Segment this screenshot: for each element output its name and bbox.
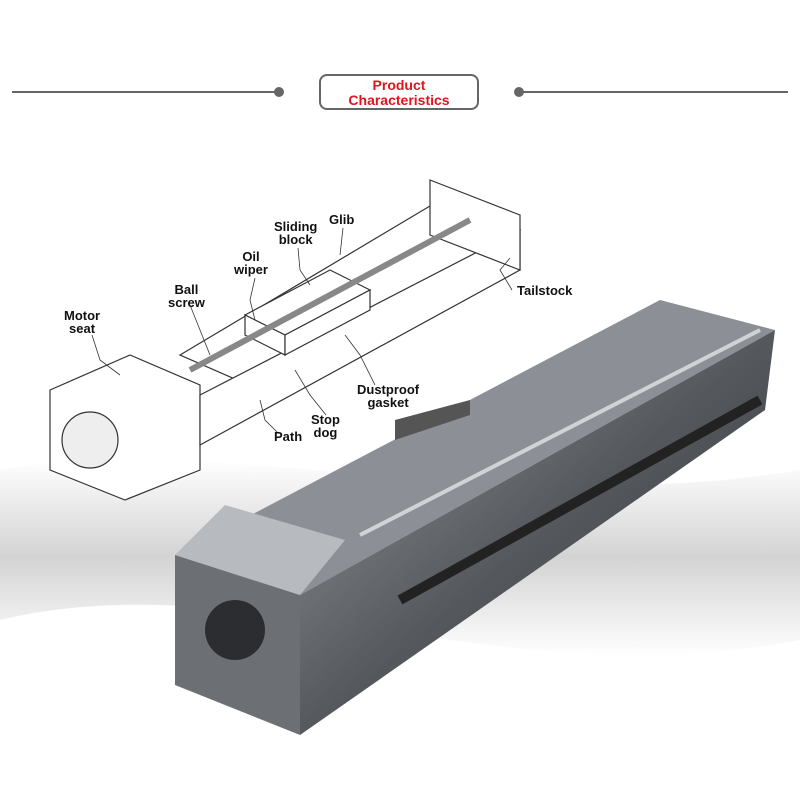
title-line-2: Characteristics — [348, 92, 450, 108]
label-path: Path — [274, 429, 303, 444]
divider-left-dot — [274, 87, 284, 97]
photo-module — [175, 300, 775, 735]
leader-lines — [91, 227, 513, 434]
label-tailstock: Tailstock — [517, 283, 573, 298]
divider-left — [12, 91, 278, 93]
divider-right-dot — [514, 87, 524, 97]
label-glib: Glib — [329, 212, 355, 227]
title-line-1: Product — [372, 77, 426, 93]
section-title: Product Characteristics — [319, 74, 479, 110]
line-drawing-module — [49, 179, 522, 501]
divider-right — [520, 91, 788, 93]
